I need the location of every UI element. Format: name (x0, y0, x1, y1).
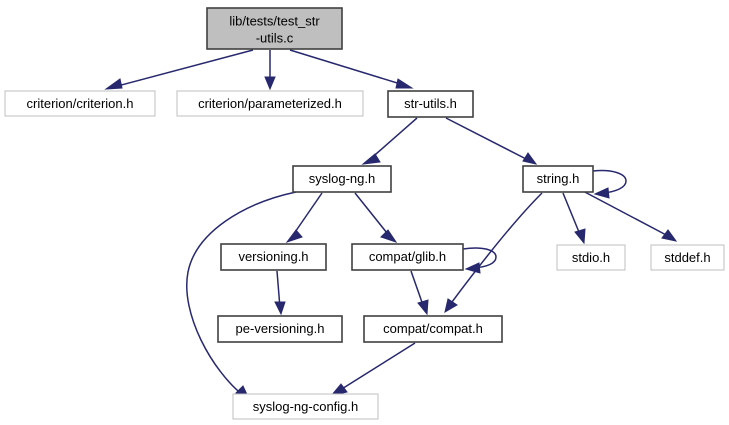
node-label-str-utils: str-utils.h (404, 96, 457, 111)
graph-edges (104, 49, 678, 401)
edge-str-utils-to-syslog-ng (361, 117, 418, 165)
node-box-pe-versioning[interactable] (217, 315, 343, 343)
node-label-glib: compat/glib.h (369, 249, 446, 264)
node-box-str-utils[interactable] (387, 90, 474, 118)
node-syslog-ng-config-h[interactable]: syslog-ng-config.h (232, 393, 379, 420)
node-label-stdio: stdio.h (572, 250, 610, 265)
node-criterion-criterion-h[interactable]: criterion/criterion.h (4, 90, 156, 117)
edge-versioning-to-pe-versioning (274, 270, 286, 316)
node-box-versioning[interactable] (220, 243, 327, 271)
node-label-root-line2: -utils.c (256, 30, 294, 45)
node-label-compat: compat/compat.h (383, 321, 483, 336)
node-box-root[interactable] (206, 7, 343, 50)
node-box-stddef[interactable] (650, 244, 725, 271)
node-syslog-ng-h[interactable]: syslog-ng.h (292, 165, 392, 193)
edge-glib-to-compat (410, 270, 429, 316)
edge-syslog-ng-to-glib (354, 192, 398, 243)
node-criterion-parameterized-h[interactable]: criterion/parameterized.h (176, 90, 364, 117)
node-box-stdio[interactable] (556, 244, 626, 271)
node-label-versioning: versioning.h (238, 249, 308, 264)
node-compat-compat-h[interactable]: compat/compat.h (363, 315, 503, 343)
node-string-h[interactable]: string.h (522, 165, 594, 193)
node-box-syslog-ng[interactable] (292, 165, 392, 193)
node-stddef-h[interactable]: stddef.h (650, 244, 725, 271)
node-box-compat[interactable] (363, 315, 503, 343)
edge-string-to-compat (444, 192, 543, 314)
node-box-config[interactable] (232, 393, 379, 420)
edge-root-to-criterion (104, 49, 254, 90)
node-label-criterion: criterion/criterion.h (27, 96, 134, 111)
node-box-criterion[interactable] (4, 90, 156, 117)
node-str-utils-h[interactable]: str-utils.h (387, 90, 474, 118)
edge-root-to-parameterized (264, 50, 276, 91)
node-compat-glib-h[interactable]: compat/glib.h (351, 243, 464, 271)
edge-root-to-str-utils (289, 49, 414, 89)
node-lib-tests-test-str-utils-c[interactable]: lib/tests/test_str -utils.c (206, 7, 343, 50)
node-box-string[interactable] (522, 165, 594, 193)
node-pe-versioning-h[interactable]: pe-versioning.h (217, 315, 343, 343)
edge-str-utils-to-string (445, 117, 538, 165)
node-label-string: string.h (537, 171, 580, 186)
node-label-parameterized: criterion/parameterized.h (198, 96, 342, 111)
node-label-pe-versioning: pe-versioning.h (236, 321, 325, 336)
node-label-root-line1: lib/tests/test_str (229, 13, 320, 28)
edge-string-self-loop (592, 169, 627, 199)
edge-compat-to-config (329, 342, 416, 397)
node-versioning-h[interactable]: versioning.h (220, 243, 327, 271)
node-stdio-h[interactable]: stdio.h (556, 244, 626, 271)
node-box-glib[interactable] (351, 243, 464, 271)
node-label-stddef: stddef.h (664, 250, 710, 265)
edge-string-to-stdio (562, 192, 586, 245)
edge-syslog-ng-to-versioning (285, 192, 323, 243)
node-label-config: syslog-ng-config.h (253, 399, 359, 414)
node-label-syslog-ng: syslog-ng.h (309, 171, 375, 186)
edge-string-to-stddef (580, 189, 678, 242)
graph-nodes: lib/tests/test_str -utils.c criterion/cr… (4, 7, 725, 420)
node-box-parameterized[interactable] (176, 90, 364, 117)
